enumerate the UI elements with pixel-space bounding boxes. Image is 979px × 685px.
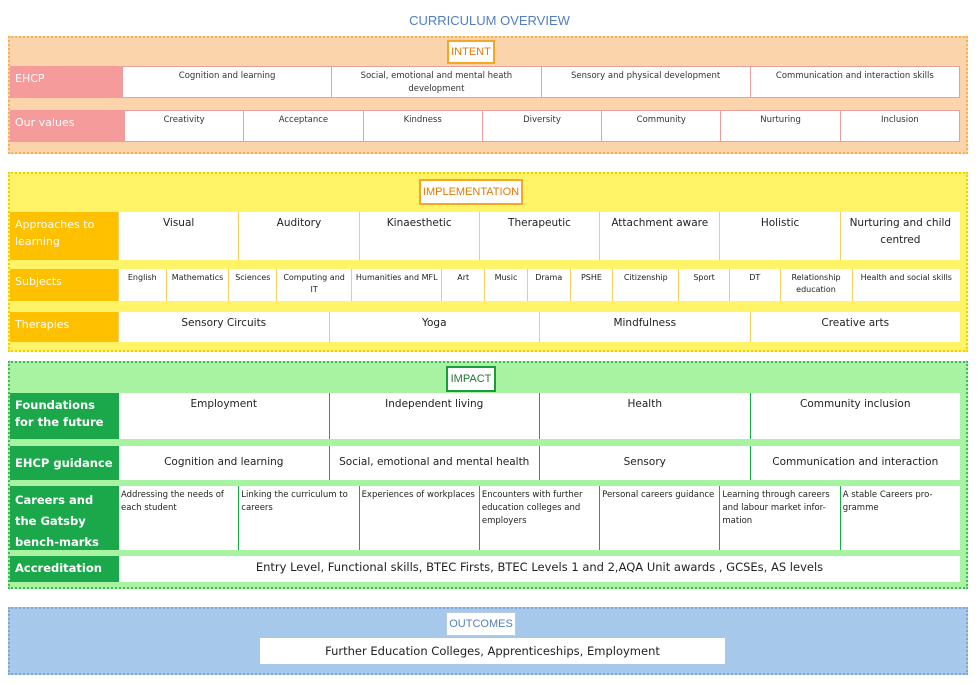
careers-item: Personal careers guidance — [599, 486, 719, 550]
subject-item: Mathematics — [165, 269, 229, 301]
therapy-item: Mindfulness — [539, 312, 750, 342]
ehcp-item: Cognition and learning — [178, 71, 276, 81]
subject-item: English — [118, 269, 166, 301]
intent-badge: INTENT — [447, 40, 495, 64]
therapies-row: Therapies Sensory Circuits Yoga Mindfuln… — [10, 312, 960, 342]
accreditation-row: Accreditation Entry Level, Functional sk… — [10, 556, 960, 582]
accreditation-label: Accreditation — [10, 556, 118, 582]
foundation-item: Health — [539, 393, 750, 439]
page-title: CURRICULUM OVERVIEW — [409, 13, 570, 28]
ehcp-guidance-item: Sensory — [539, 446, 750, 480]
value-item: Nurturing — [720, 111, 839, 141]
therapies-label: Therapies — [10, 312, 118, 342]
subjects-row: Subjects English Mathematics Sciences Co… — [10, 269, 960, 301]
approach-item: Holistic — [719, 212, 839, 260]
foundation-item: Independent living — [328, 393, 540, 439]
ehcp-guidance-item: Social, emotional and mental health — [328, 446, 540, 480]
value-item: Inclusion — [839, 111, 959, 141]
subject-item: Sciences — [228, 269, 276, 301]
approach-item: Visual — [118, 212, 238, 260]
therapies-cells: Sensory Circuits Yoga Mindfulness Creati… — [118, 312, 960, 342]
foundation-item: Community inclusion — [749, 393, 961, 439]
value-item: Kindness — [362, 111, 482, 141]
value-item: Creativity — [163, 115, 205, 125]
outcomes-section: OUTCOMES Further Education Colleges, App… — [8, 607, 968, 675]
value-item: Community — [601, 111, 720, 141]
ehcp-row: EHCP Cognition and learning Social, emot… — [10, 66, 960, 98]
subject-item: Computing and IT — [276, 269, 351, 301]
ehcp-guidance-row: EHCP guidance Cognition and learning Soc… — [10, 446, 960, 480]
foundation-item: Employment — [118, 393, 329, 439]
careers-item: Learning through careers and labour mark… — [719, 486, 839, 550]
careers-item: A stable Careers pro-gramme — [839, 486, 960, 550]
accreditation-text: Entry Level, Functional skills, BTEC Fir… — [118, 556, 960, 582]
careers-item: Experiences of workplaces — [358, 486, 479, 550]
ehcp-label: EHCP — [10, 66, 122, 98]
foundations-cells: Employment Independent living Health Com… — [118, 393, 960, 439]
foundations-row: Foundations for the future Employment In… — [10, 393, 960, 439]
ehcp-guidance-label: EHCP guidance — [10, 446, 118, 480]
implementation-section: IMPLEMENTATION Approaches to learning Vi… — [8, 172, 968, 352]
subjects-cells: English Mathematics Sciences Computing a… — [118, 269, 960, 301]
careers-item: Encounters with further education colleg… — [478, 486, 599, 550]
subject-item: Citizenship — [612, 269, 678, 301]
approach-item: Kinaesthetic — [358, 212, 479, 260]
ehcp-cells: Cognition and learning Social, emotional… — [122, 66, 960, 98]
approaches-cells: Visual Auditory Kinaesthetic Therapeutic… — [118, 212, 960, 260]
impact-badge: IMPACT — [446, 366, 496, 392]
foundations-label: Foundations for the future — [10, 393, 118, 439]
subject-item: Sport — [678, 269, 729, 301]
subject-item: Humanities and MFL — [351, 269, 441, 301]
ehcp-item: Social, emotional and mental heath devel… — [331, 67, 540, 97]
approach-item: Therapeutic — [478, 212, 599, 260]
subject-item: Health and social skills — [851, 269, 961, 301]
ehcp-guidance-cells: Cognition and learning Social, emotional… — [118, 446, 960, 480]
therapy-item: Sensory Circuits — [118, 312, 329, 342]
ehcp-guidance-item: Cognition and learning — [118, 446, 329, 480]
therapy-item: Creative arts — [749, 312, 961, 342]
ehcp-guidance-item: Communication and interaction — [749, 446, 961, 480]
careers-item: Linking the curriculum to careers — [238, 486, 358, 550]
ehcp-item: Communication and interaction skills — [749, 67, 959, 97]
ehcp-item: Sensory and physical development — [540, 67, 750, 97]
subject-item: Music — [484, 269, 527, 301]
value-item: Diversity — [481, 111, 601, 141]
approaches-row: Approaches to learning Visual Auditory K… — [10, 212, 960, 260]
therapy-item: Yoga — [328, 312, 540, 342]
approach-item: Auditory — [238, 212, 358, 260]
subject-item: PSHE — [569, 269, 613, 301]
approach-item: Nurturing and child centred — [839, 212, 960, 260]
subject-item: Drama — [526, 269, 570, 301]
careers-label: Careers and the Gatsby bench-marks — [10, 486, 118, 550]
subject-item: DT — [728, 269, 780, 301]
careers-row: Careers and the Gatsby bench-marks Addre… — [10, 486, 960, 550]
outcomes-badge: OUTCOMES — [446, 612, 516, 636]
intent-section: INTENT EHCP Cognition and learning Socia… — [8, 36, 968, 154]
subjects-label: Subjects — [10, 269, 118, 301]
careers-item: Addressing the needs of each student — [118, 486, 238, 550]
implementation-badge: IMPLEMENTATION — [419, 179, 523, 205]
careers-cells: Addressing the needs of each student Lin… — [118, 486, 960, 550]
approach-item: Attachment aware — [599, 212, 719, 260]
subject-item: Relationship education — [779, 269, 852, 301]
values-label: Our values — [10, 110, 124, 142]
accreditation-cells: Entry Level, Functional skills, BTEC Fir… — [118, 556, 960, 582]
values-cells: Creativity Acceptance Kindness Diversity… — [124, 110, 960, 142]
outcomes-text: Further Education Colleges, Apprenticesh… — [260, 638, 725, 664]
subject-item: Art — [441, 269, 484, 301]
approaches-label: Approaches to learning — [10, 212, 118, 260]
value-item: Acceptance — [243, 111, 362, 141]
values-row: Our values Creativity Acceptance Kindnes… — [10, 110, 960, 142]
impact-section: IMPACT Foundations for the future Employ… — [8, 361, 968, 589]
